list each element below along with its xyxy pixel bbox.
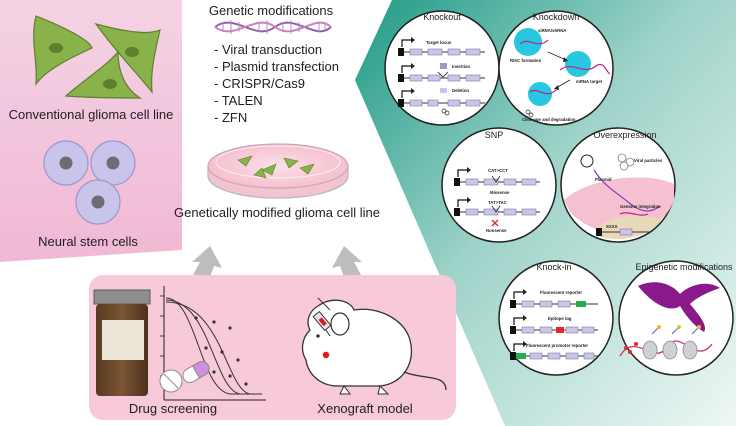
modification-item: - ZFN — [214, 110, 247, 125]
snp-missense-code: CAT>CCT — [488, 168, 508, 173]
modification-item: - TALEN — [214, 93, 263, 108]
stem-cells-label: Neural stem cells — [38, 234, 138, 249]
left-panel: Conventional glioma cell line Neural ste… — [0, 0, 182, 262]
pills-illustration — [159, 361, 210, 393]
xenograft-label: Xenograft model — [317, 401, 413, 416]
epitope-tag-label: Epitope tag — [548, 316, 572, 321]
neural-stem-cells-illustration — [43, 140, 136, 225]
modification-item: - Viral transduction — [214, 42, 322, 57]
knockdown-title: Knockdown — [533, 12, 580, 22]
snp-title: SNP — [485, 130, 504, 140]
chromosome-icon — [638, 282, 720, 332]
drug-jar-illustration — [93, 289, 151, 396]
drug-screening-label: Drug screening — [129, 401, 217, 416]
knockin-gene-3 — [510, 341, 598, 360]
dish-label: Genetically modified glioma cell line — [174, 205, 380, 220]
knockout-gene-2 — [398, 63, 485, 82]
overexpression-gene — [596, 228, 650, 236]
knockdown-circle: Knockdown siRNA/shRNA RISC formation mRN… — [498, 10, 614, 126]
nucleosomes — [642, 340, 698, 360]
overexpression-circle: Overexpression Viral particles Plasmid G… — [560, 127, 676, 243]
epigenetic-circle: Epigenetic modifications — [618, 260, 734, 376]
xenograft-mouse-illustration — [301, 299, 447, 395]
knockin-circle: Knock-in Fluorescent reporter Epitope ta… — [498, 260, 614, 376]
genome-integration-label: Genome integration — [620, 204, 661, 209]
sirna-label: siRNA/shRNA — [538, 28, 566, 33]
snp-circle: SNP CAT>CCT Missense TAT>TAC No — [441, 127, 557, 243]
glioma-cells-illustration — [33, 15, 161, 99]
overexpression-title: Overexpression — [593, 130, 656, 140]
knockout-gene-1 — [398, 37, 485, 56]
snp-nonsense-code: TAT>TAC — [488, 200, 507, 205]
mrna-target-label: mRNA target — [576, 79, 603, 84]
target-locus-label: Target locus — [426, 40, 452, 45]
plasmid-label: Plasmid — [595, 177, 612, 182]
knockout-gene-3 — [398, 88, 485, 116]
knockout-title: Knockout — [423, 12, 461, 22]
dna-helix-icon — [214, 20, 332, 34]
dose-response-chart — [160, 286, 266, 401]
cell-line-label: Conventional glioma cell line — [9, 107, 174, 122]
knockin-gene-1 — [510, 289, 598, 308]
viral-particle-icon — [617, 153, 635, 171]
epigenetic-title: Epigenetic modifications — [635, 262, 733, 272]
viral-particles-label: Viral particles — [634, 158, 663, 163]
modification-item: - Plasmid transfection — [214, 59, 339, 74]
snp-gene-1 — [454, 167, 540, 186]
deletion-label: Deletion — [452, 88, 469, 93]
fluorescent-reporter-label: Fluorescent reporter — [540, 290, 582, 295]
snp-gene-2 — [454, 197, 540, 227]
missense-label: Missense — [490, 190, 510, 195]
syringe-icon — [312, 297, 332, 337]
cleavage-label: Cleavage and degradation — [522, 117, 576, 122]
insertion-label: Insertion — [452, 64, 471, 69]
risc-label: RISC formation — [510, 58, 542, 63]
promoter-reporter-label: Fluorescent promoter reporter — [526, 343, 588, 348]
genetic-modifications-title: Genetic modifications — [209, 3, 334, 18]
petri-dish-illustration — [207, 143, 349, 199]
bottom-panel: Drug screening Xenograft model — [89, 275, 456, 420]
knockin-gene-2 — [510, 315, 598, 334]
genetic-modifications-block: Genetic modifications - Viral transducti… — [209, 3, 339, 125]
modification-item: - CRISPR/Cas9 — [214, 76, 305, 91]
knockout-circle: Knockout Target locus Insertion — [384, 10, 500, 126]
nonsense-label: Nonsense — [486, 228, 507, 233]
xxxx-label: XXXX — [606, 224, 618, 229]
knockin-title: Knock-in — [536, 262, 571, 272]
